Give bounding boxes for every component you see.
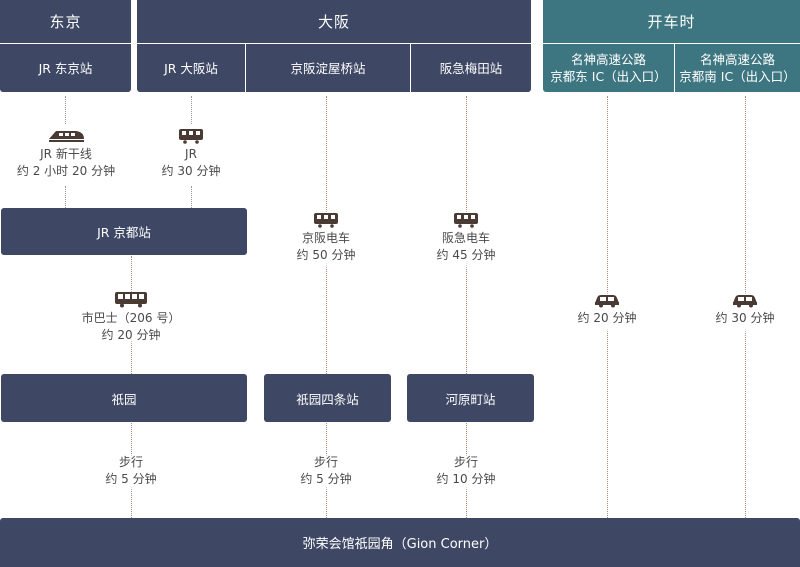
route-walk-kawaramachi: 步行 约 10 分钟 (421, 454, 511, 490)
station-kyoto-east-ic: 名神高速公路 京都东 IC（出入口） (543, 44, 674, 92)
route-walk-shijo-time: 约 5 分钟 (300, 472, 352, 486)
bus-icon (115, 292, 147, 308)
station-jr-osaka: JR 大阪站 (137, 44, 245, 92)
route-city-bus: 市巴士（206 号） 约 20 分钟 (66, 290, 196, 344)
station-kyoto-east-ic-line1: 名神高速公路 (570, 52, 646, 67)
header-osaka: 大阪 (137, 0, 531, 43)
route-walk-gion: 步行 约 5 分钟 (91, 454, 171, 490)
car-icon (733, 295, 757, 308)
header-drive: 开车时 (543, 0, 800, 43)
route-car-south: 约 30 分钟 (700, 292, 790, 332)
route-shinkansen: JR 新干线 约 2 小时 20 分钟 (5, 126, 127, 186)
route-jr-name: JR (185, 147, 197, 161)
stop-gion-shijo: 祇园四条站 (264, 374, 391, 422)
route-walk-kawaramachi-name: 步行 (453, 455, 478, 469)
car-icon (595, 295, 619, 308)
route-walk-gion-name: 步行 (118, 455, 143, 469)
route-hankyu: 阪急电车 约 45 分钟 (416, 210, 516, 268)
train-icon (454, 213, 478, 228)
station-kyoto-south-ic-line2: 京都南 IC（出入口） (679, 69, 796, 84)
route-keihan: 京阪电车 约 50 分钟 (276, 210, 376, 268)
station-hankyu-umeda: 阪急梅田站 (411, 44, 531, 92)
route-walk-shijo: 步行 约 5 分钟 (286, 454, 366, 490)
stop-gion: 祇园 (1, 374, 247, 422)
route-keihan-time: 约 50 分钟 (296, 248, 356, 262)
route-hankyu-time: 约 45 分钟 (436, 248, 496, 262)
route-car-east: 约 20 分钟 (562, 292, 652, 332)
connector-tokyo-bottom (65, 186, 66, 208)
route-jr: JR 约 30 分钟 (146, 126, 236, 186)
route-walk-shijo-name: 步行 (313, 455, 338, 469)
route-city-bus-time: 约 20 分钟 (101, 328, 161, 342)
station-kyoto-east-ic-line2: 京都东 IC（出入口） (550, 69, 667, 84)
route-jr-time: 约 30 分钟 (161, 164, 221, 178)
destination-gion-corner: 弥荣会馆祇园角（Gion Corner） (0, 518, 800, 567)
route-keihan-name: 京阪电车 (301, 231, 350, 245)
route-shinkansen-name: JR 新干线 (40, 147, 92, 161)
header-tokyo: 东京 (0, 0, 131, 43)
stop-jr-kyoto: JR 京都站 (1, 208, 247, 255)
route-walk-gion-time: 约 5 分钟 (105, 472, 157, 486)
route-car-east-time: 约 20 分钟 (577, 311, 637, 325)
station-keihan-yodoyabashi: 京阪淀屋桥站 (246, 44, 410, 92)
route-city-bus-name: 市巴士（206 号） (81, 311, 181, 325)
station-kyoto-south-ic: 名神高速公路 京都南 IC（出入口） (675, 44, 800, 92)
station-kyoto-south-ic-line1: 名神高速公路 (699, 52, 775, 67)
stop-kawaramachi: 河原町站 (407, 374, 534, 422)
route-car-south-time: 约 30 分钟 (715, 311, 775, 325)
route-shinkansen-time: 约 2 小时 20 分钟 (16, 164, 116, 178)
route-walk-kawaramachi-time: 约 10 分钟 (436, 472, 496, 486)
connector-tokyo-top (65, 96, 66, 124)
connector-osaka-top (191, 96, 192, 124)
route-hankyu-name: 阪急电车 (441, 231, 490, 245)
connector-osaka-bottom (191, 186, 192, 208)
shinkansen-icon (49, 131, 84, 142)
station-jr-tokyo: JR 东京站 (0, 44, 131, 92)
train-icon (314, 213, 338, 228)
train-icon (179, 129, 203, 144)
